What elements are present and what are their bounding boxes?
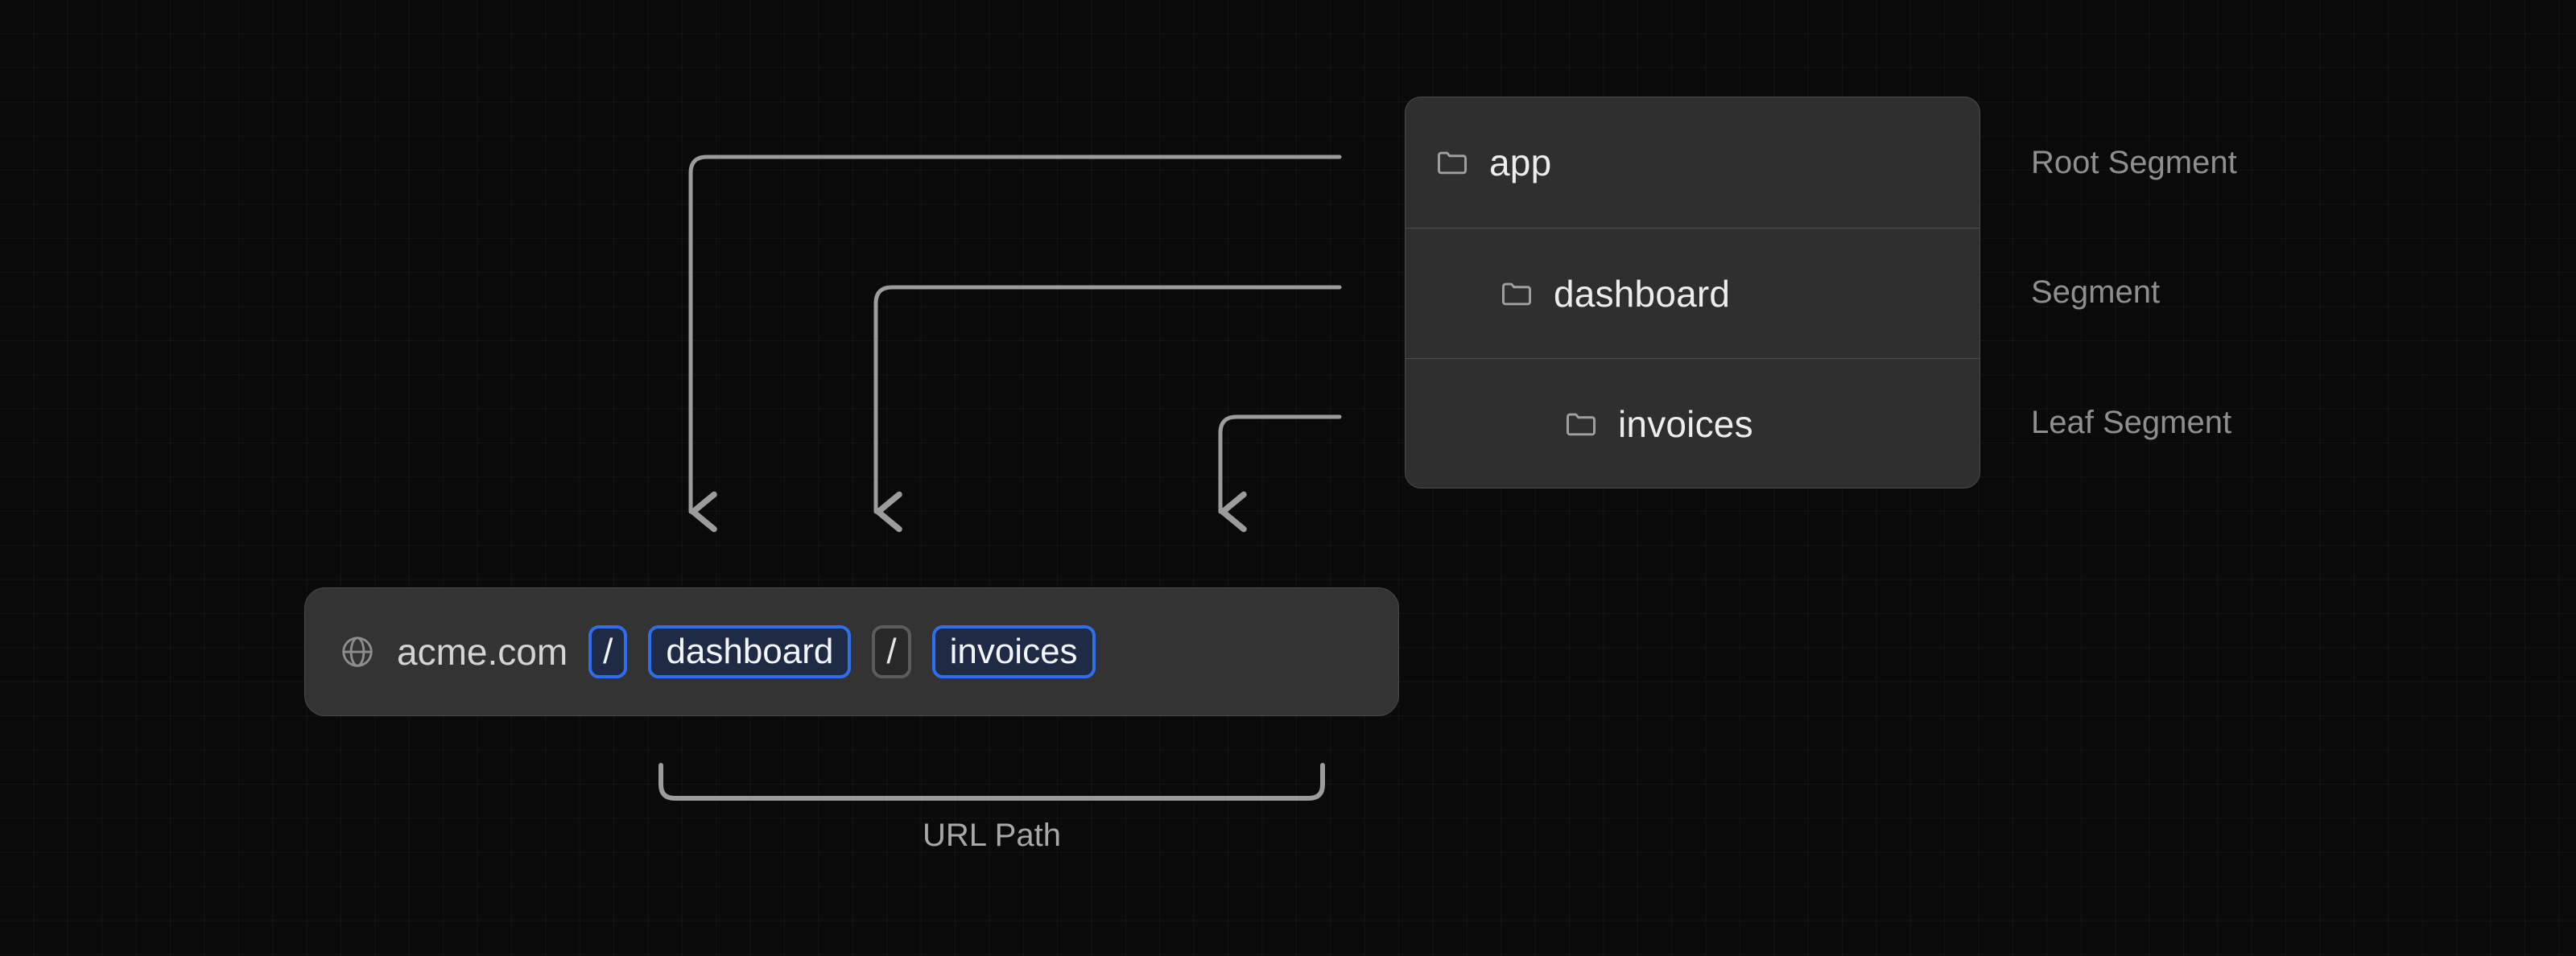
annotation-segment: Segment [2031,274,2161,310]
url-bar[interactable]: acme.com / dashboard / invoices [304,587,1399,716]
annotation-leaf-segment: Leaf Segment [2031,405,2232,440]
url-path-brace [658,763,1325,803]
tree-row-label: invoices [1618,402,1753,445]
connector-app-to-slash [688,155,1342,533]
tree-row-dashboard[interactable]: dashboard [1406,228,1979,358]
url-host: acme.com [397,631,568,673]
tree-row-label: dashboard [1554,272,1731,315]
folder-icon [1567,413,1596,435]
tree-row-app[interactable]: app [1406,97,1979,228]
url-segment-dashboard[interactable]: dashboard [648,625,852,678]
connector-invoices-to-chip [1218,414,1342,533]
url-segment-slash-1[interactable]: / [588,625,628,678]
folder-icon [1438,151,1467,175]
url-path-caption: URL Path [923,818,1061,853]
folder-tree-panel: app dashboard invoices [1405,97,1980,488]
connector-dashboard-to-chip [873,285,1342,533]
tree-row-invoices[interactable]: invoices [1406,358,1979,488]
url-segment-invoices[interactable]: invoices [931,625,1096,678]
tree-row-label: app [1489,142,1552,183]
url-segment-slash-2[interactable]: / [872,625,911,678]
globe-icon [342,637,373,667]
annotation-root-segment: Root Segment [2031,145,2237,180]
folder-icon [1502,282,1531,305]
